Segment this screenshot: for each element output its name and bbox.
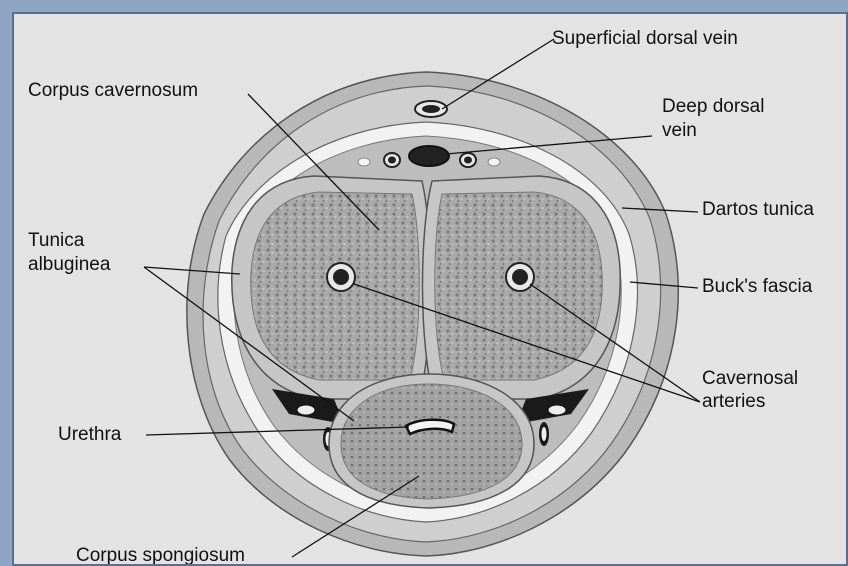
label-urethra: Urethra — [58, 424, 122, 445]
label-deep-dorsal-vein-line2: vein — [662, 120, 697, 141]
label-cavernosal-arteries-line1: Cavernosal — [702, 368, 799, 389]
deep-dorsal-vein-shape — [408, 145, 450, 167]
label-corpus-cavernosum: Corpus cavernosum — [28, 80, 199, 101]
leader-lines — [143, 38, 701, 558]
label-superficial-dorsal-vein: Superficial dorsal vein — [552, 28, 738, 49]
label-tunica-albuginea-line2: albuginea — [28, 254, 111, 275]
cross-section-illustration — [143, 38, 701, 558]
label-bucks-fascia: Buck's fascia — [702, 276, 813, 297]
diagram-panel: Superficial dorsal vein Corpus cavernosu… — [12, 12, 848, 566]
label-corpus-spongiosum: Corpus spongiosum — [76, 545, 245, 566]
label-dartos-tunica: Dartos tunica — [702, 199, 814, 220]
label-cavernosal-arteries-line2: arteries — [702, 391, 766, 412]
urethra-shape — [404, 418, 456, 436]
label-tunica-albuginea-line1: Tunica — [28, 230, 85, 251]
label-deep-dorsal-vein-line1: Deep dorsal — [662, 96, 765, 117]
